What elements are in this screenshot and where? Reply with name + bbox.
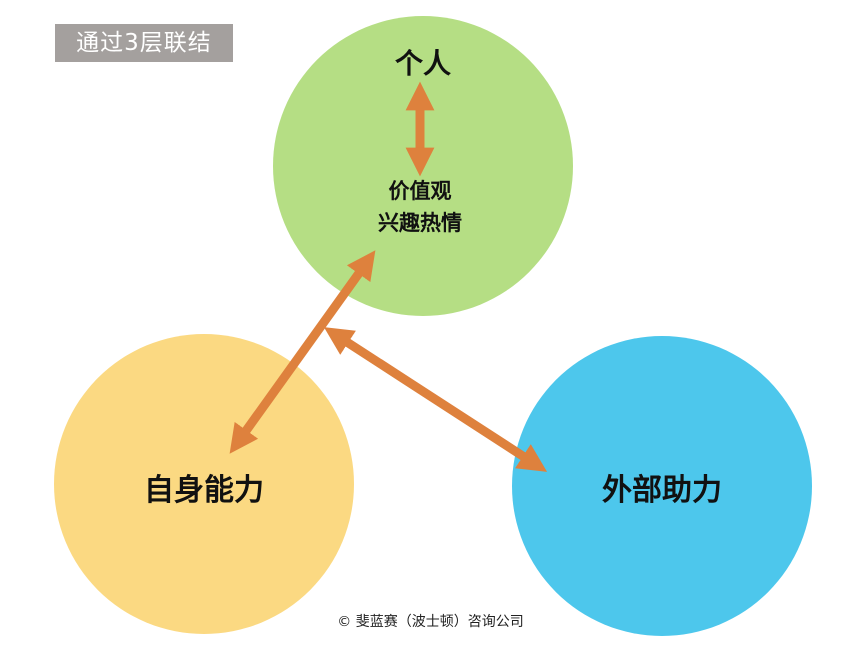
arrow-values-ability <box>229 250 376 454</box>
interests-label: 兴趣热情 <box>378 211 462 235</box>
external-circle <box>512 336 812 636</box>
diagram-title: 通过3层联结 <box>55 24 233 62</box>
external-label: 外部助力 <box>602 473 722 508</box>
personal-label: 个人 <box>395 47 451 80</box>
ability-label: 自身能力 <box>144 473 264 508</box>
values-label: 价值观 <box>389 179 452 203</box>
copyright-footer: © 斐蓝赛（波士顿）咨询公司 <box>337 614 524 630</box>
arrow-values-external <box>323 327 548 472</box>
